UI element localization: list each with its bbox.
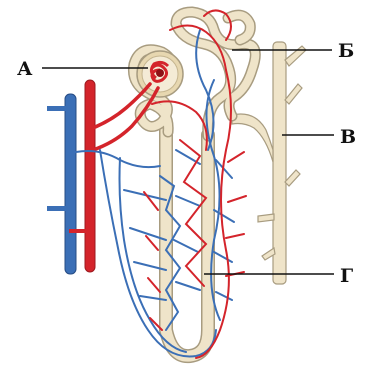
vein-branch-top (47, 106, 67, 111)
renal-vessels (47, 80, 95, 274)
artery-branch (69, 229, 87, 233)
vein-branch-bottom (47, 206, 67, 211)
label-v: В (340, 128, 356, 147)
label-b: Б (338, 42, 354, 61)
label-a: А (17, 60, 32, 79)
renal-artery (85, 80, 95, 272)
label-g: Г (340, 267, 353, 286)
renal-vein (65, 94, 76, 274)
